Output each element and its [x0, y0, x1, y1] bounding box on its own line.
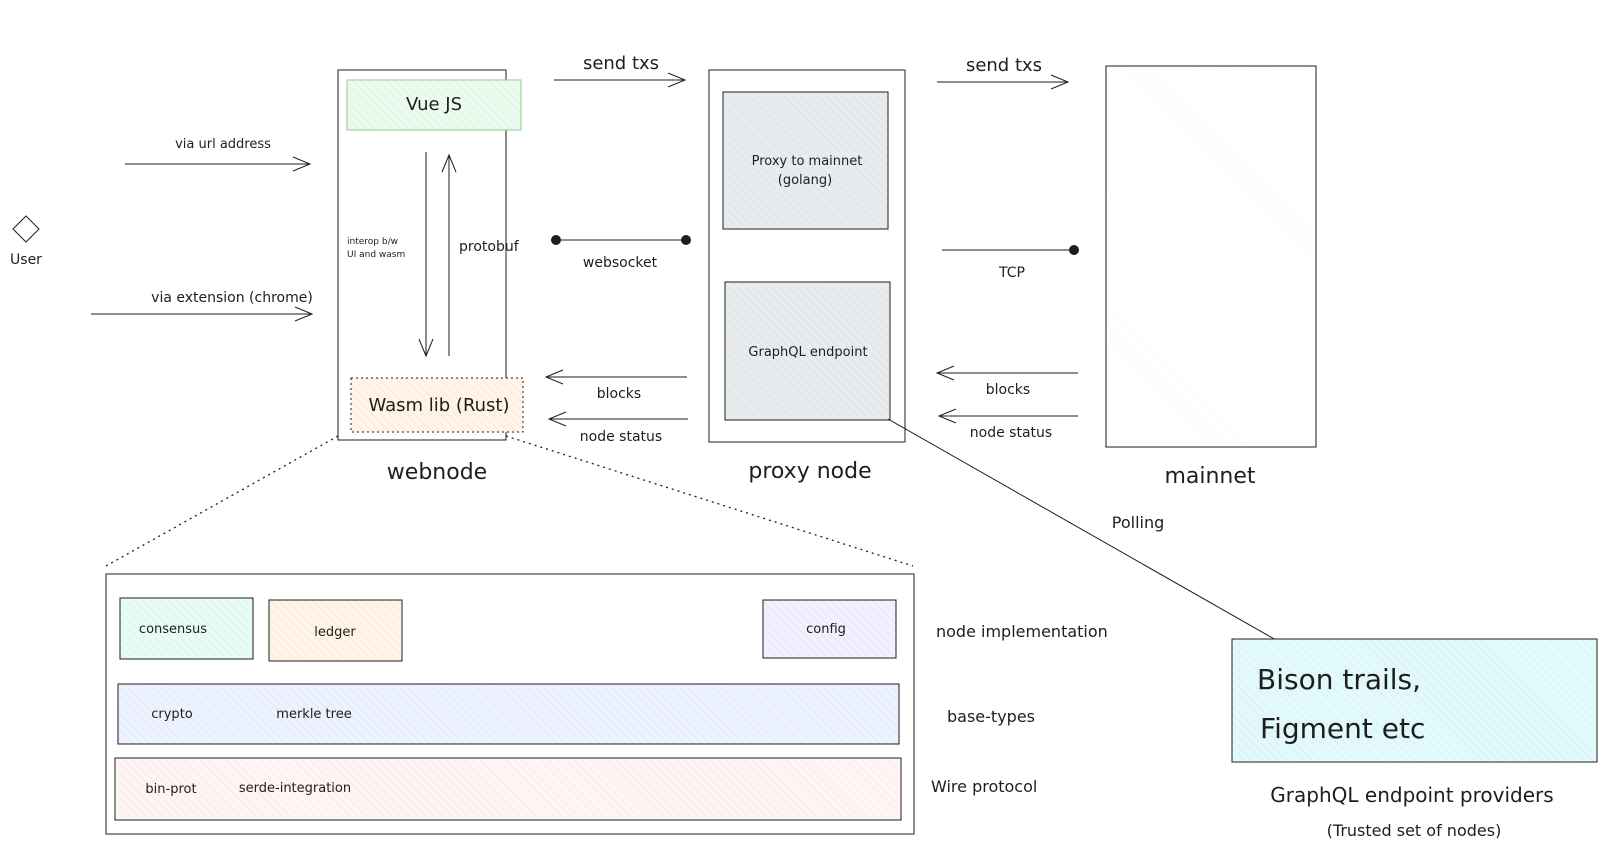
user-label: User	[10, 252, 42, 268]
interop-label-2: UI and wasm	[347, 250, 405, 260]
interop-label: interop b/w	[347, 237, 398, 247]
base-types-label: base-types	[947, 707, 1035, 726]
entry-url-label: via url address	[175, 137, 271, 152]
graphql-endpoint-label: GraphQL endpoint	[748, 345, 867, 360]
polling-label: Polling	[1112, 513, 1165, 532]
providers-subtitle: (Trusted set of nodes)	[1327, 821, 1502, 840]
proxy-mainnet-label: Proxy to mainnet	[752, 154, 863, 169]
wasm-layers-panel: consensus ledger config crypto merkle tr…	[105, 573, 915, 835]
zoom-lines	[105, 435, 914, 567]
protobuf-label: protobuf	[459, 239, 520, 255]
consensus-label: consensus	[139, 622, 207, 637]
proxy-node-container: Proxy to mainnet (golang) GraphQL endpoi…	[708, 69, 906, 484]
send-txs-arrow-2: send txs	[937, 55, 1070, 90]
blocks-arrow-2: blocks	[935, 365, 1078, 398]
crypto-label: crypto	[151, 707, 193, 722]
node-implementation-label: node implementation	[936, 622, 1108, 641]
up-arrow	[441, 153, 457, 356]
proxy-golang-label: (golang)	[778, 173, 832, 188]
send-txs-label-1: send txs	[583, 53, 659, 74]
providers-line-1: Bison trails,	[1257, 663, 1421, 696]
serde-integration-label: serde-integration	[239, 781, 351, 796]
merkle-tree-label: merkle tree	[276, 707, 351, 722]
send-txs-arrow-1: send txs	[554, 53, 687, 88]
tcp-link: TCP	[942, 245, 1079, 281]
bin-prot-label: bin-prot	[145, 782, 196, 797]
webnode-title: webnode	[387, 460, 487, 485]
vue-js-label: Vue JS	[406, 94, 462, 115]
blocks-arrow-1: blocks	[544, 369, 687, 402]
node-status-arrow-2: node status	[937, 408, 1078, 441]
down-arrow	[418, 152, 434, 358]
providers-title: GraphQL endpoint providers	[1270, 783, 1553, 807]
mainnet-container: mainnet	[1105, 65, 1317, 489]
webnode-container: Vue JS interop b/w UI and wasm protobuf …	[337, 69, 524, 485]
mainnet-title: mainnet	[1164, 464, 1255, 489]
user-actor: User	[10, 215, 42, 268]
providers-group: Bison trails, Figment etc GraphQL endpoi…	[1231, 638, 1598, 840]
websocket-label: websocket	[583, 255, 658, 271]
config-label: config	[806, 622, 846, 637]
websocket-link: websocket	[551, 235, 691, 271]
entry-extension-label: via extension (chrome)	[151, 290, 313, 306]
node-status-label-2: node status	[970, 425, 1052, 441]
wire-protocol-label: Wire protocol	[931, 777, 1037, 796]
node-status-arrow-1: node status	[547, 411, 688, 445]
user-diamond-icon	[12, 215, 40, 243]
blocks-label-2: blocks	[986, 382, 1030, 398]
entry-extension-arrow: via extension (chrome)	[91, 290, 314, 322]
entry-url-arrow: via url address	[125, 137, 312, 172]
blocks-label-1: blocks	[597, 386, 641, 402]
wasm-lib-label: Wasm lib (Rust)	[368, 395, 509, 416]
proxy-node-title: proxy node	[748, 459, 871, 484]
node-status-label-1: node status	[580, 429, 662, 445]
tcp-label: TCP	[998, 265, 1025, 281]
providers-line-2: Figment etc	[1260, 712, 1425, 745]
polling-link: Polling	[887, 418, 1277, 641]
send-txs-label-2: send txs	[966, 55, 1042, 76]
ledger-label: ledger	[314, 625, 356, 640]
